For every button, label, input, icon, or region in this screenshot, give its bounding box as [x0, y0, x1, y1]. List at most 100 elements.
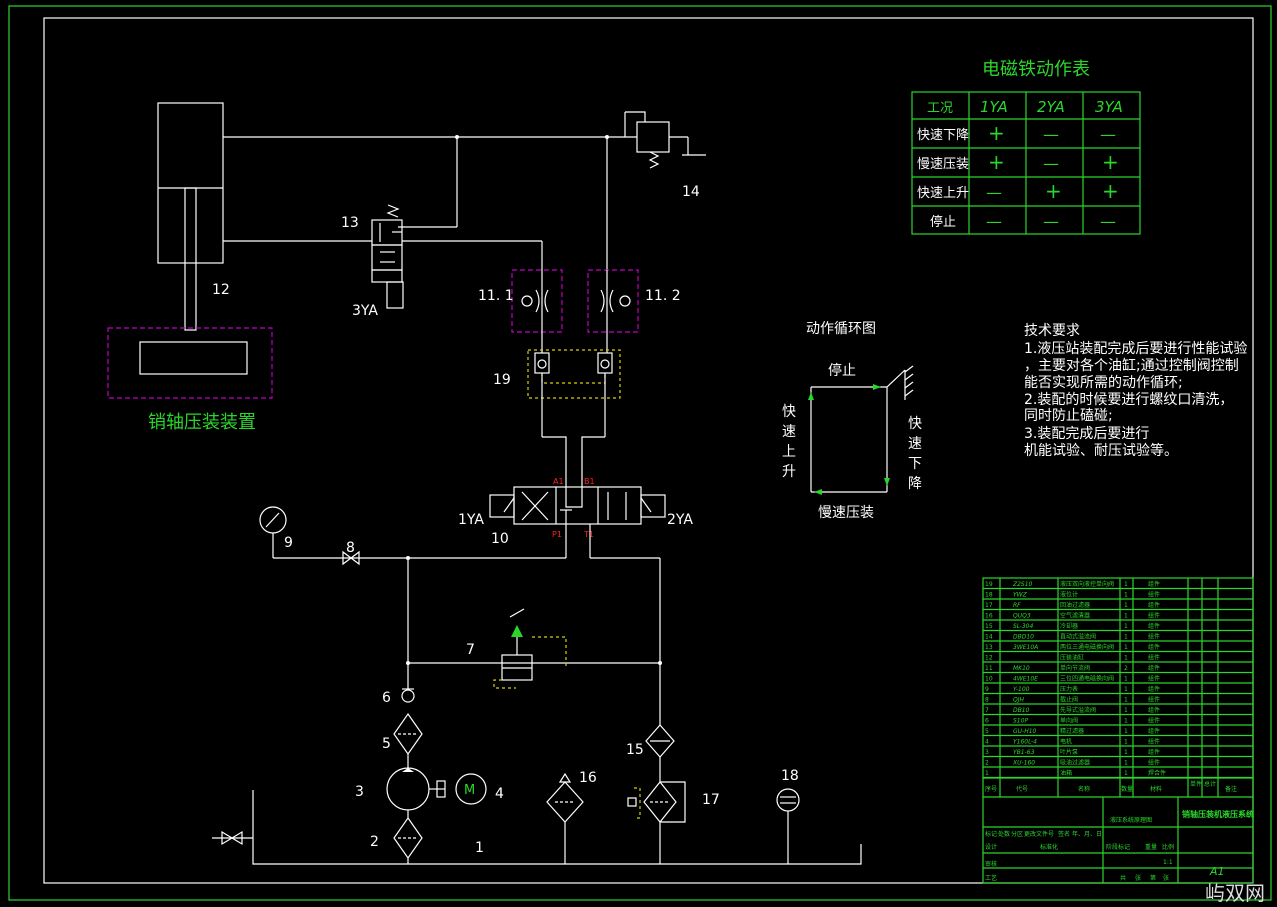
- bom-cell: 单向阀: [1060, 717, 1078, 725]
- bom-cell: GU-H10: [1013, 728, 1037, 735]
- solenoid-table: 电磁铁动作表 工况 1YA 2YA 3YA 快速下降 慢速压装 快速上升 停止 …: [911, 59, 1141, 235]
- label-filter17: 17: [702, 792, 720, 808]
- inner-frame: [43, 17, 1254, 884]
- bom-cell: 液压双向液控单向阀: [1060, 580, 1114, 588]
- bom-cell: 直动式溢流阀: [1060, 633, 1096, 641]
- label-gauge: 9: [284, 535, 293, 551]
- bom-h-0: 序号: [985, 785, 997, 793]
- bom-cell: 5: [985, 728, 989, 735]
- bom-cell: 叶片泵: [1060, 748, 1078, 756]
- cycle-down-3: 降: [908, 476, 922, 492]
- bom-cell: 19: [985, 581, 993, 588]
- bom-cell: 单向节流阀: [1060, 664, 1090, 672]
- bom-cell: 1: [1124, 613, 1128, 620]
- bom-cell: QUQ3: [1013, 613, 1031, 620]
- bom-cell: DB10: [1013, 707, 1030, 714]
- bom-cell: 13: [985, 644, 993, 651]
- col-header-2ya: 2YA: [1037, 98, 1065, 116]
- sm-16: 张: [1163, 874, 1169, 882]
- bom-cell: 15: [985, 623, 993, 630]
- label-valve13: 13: [341, 215, 359, 231]
- press-device: 销轴压装装置: [107, 327, 273, 433]
- label-dir-valve: 10: [491, 531, 509, 547]
- sm-15: 第: [1150, 874, 1156, 882]
- bom-cell: XU-160: [1012, 760, 1035, 767]
- bom-cell: 12: [985, 655, 993, 662]
- bom-cell: 组件: [1148, 675, 1160, 683]
- label-tank: 1: [475, 840, 484, 856]
- sm-4: 签名: [1058, 830, 1070, 838]
- motor-letter: M: [464, 783, 475, 798]
- watermark: 屿双网: [1205, 881, 1265, 905]
- port-a: A1: [553, 477, 564, 486]
- check-19: 19: [493, 332, 621, 437]
- tech-line-1: ，主要对各个油缸;通过控制阀控制: [1024, 357, 1239, 374]
- bom-cell: 1: [1124, 697, 1128, 704]
- bom-cell: 1: [1124, 623, 1128, 630]
- bom-cell: 1: [1124, 770, 1128, 777]
- sm-9: 重量: [1145, 843, 1157, 851]
- bom-cell: YB1-63: [1013, 749, 1035, 756]
- sm-8: 阶段标记: [1106, 843, 1130, 851]
- sm-14: 张: [1135, 874, 1141, 882]
- sm-5: 年、月、日: [1072, 830, 1102, 838]
- tech-line-0: 1.液压站装配完成后要进行性能试验: [1024, 341, 1247, 357]
- bom-cell: 1: [1124, 602, 1128, 609]
- bom-cell: SL-304: [1013, 623, 1033, 630]
- label-throttle-b: 11. 2: [645, 288, 681, 304]
- bom-cell: 组件: [1148, 696, 1160, 704]
- col-header-1ya: 1YA: [980, 98, 1008, 116]
- label-check6: 6: [382, 690, 391, 706]
- label-pilot: 7: [466, 642, 475, 658]
- bom-cell: 组件: [1148, 738, 1160, 746]
- bom-cell: 压力表: [1060, 685, 1078, 693]
- bom-cell: DBD10: [1013, 634, 1034, 641]
- cycle-down-2: 下: [908, 456, 922, 472]
- device-caption: 销轴压装装置: [148, 412, 256, 433]
- bom-cell: 2: [985, 760, 989, 767]
- bom-cell: 1: [1124, 739, 1128, 746]
- tech-line-6: 机能试验、耐压试验等。: [1024, 442, 1178, 459]
- bom-cell: 2: [1124, 665, 1128, 672]
- cycle-down-0: 快: [908, 416, 922, 432]
- sm-1: 处数: [998, 830, 1010, 838]
- bom-cell: RF: [1013, 602, 1021, 609]
- bom-h-4: 材料: [1150, 785, 1162, 793]
- pump-line: M 6 5 3 4 2: [355, 688, 504, 860]
- scale: 1:1: [1163, 859, 1173, 866]
- bom-cell: Z2S10: [1012, 581, 1033, 588]
- bom-cell: 回油过滤器: [1060, 601, 1090, 609]
- bom-cell: 1: [985, 770, 989, 777]
- cell-3-3: —: [1100, 212, 1116, 231]
- bom-cell: 11: [985, 665, 993, 672]
- bom-cell: 组件: [1148, 612, 1160, 620]
- bom-cell: 3: [985, 749, 989, 756]
- cell-1-3: +: [1102, 150, 1119, 174]
- label-aircleaner: 16: [579, 770, 597, 786]
- bom-cell: 焊合件: [1148, 769, 1166, 777]
- row-mode-2: 快速上升: [917, 186, 969, 201]
- cycle-up-1: 速: [782, 424, 796, 440]
- sm-7: 标准化: [1040, 843, 1058, 851]
- bom-cell: 4: [985, 739, 989, 746]
- bom-cell: 6: [985, 718, 989, 725]
- bom-cell: 组件: [1148, 601, 1160, 609]
- bom-cell: 组件: [1148, 643, 1160, 651]
- label-filter15: 15: [626, 742, 644, 758]
- label-pump: 3: [355, 784, 364, 800]
- sm-3: 更改文件号: [1024, 830, 1054, 838]
- cell-0-1: +: [988, 121, 1005, 145]
- dir-valve-10: 1YA 2YA 10 A1 B1 P1 T1: [458, 436, 693, 547]
- sheet-size: A1: [1209, 865, 1225, 878]
- cell-3-2: —: [1043, 212, 1059, 231]
- bom-h-1: 代号: [1016, 785, 1028, 793]
- cycle-slow: 慢速压装: [818, 504, 874, 521]
- bom-cell: 17: [985, 602, 993, 609]
- bom-cell: S10P: [1013, 718, 1028, 725]
- bom-cell: 组件: [1148, 654, 1160, 662]
- cell-2-1: —: [986, 183, 1002, 202]
- bom-cell: 7: [985, 707, 989, 714]
- bom-cell: 1: [1124, 686, 1128, 693]
